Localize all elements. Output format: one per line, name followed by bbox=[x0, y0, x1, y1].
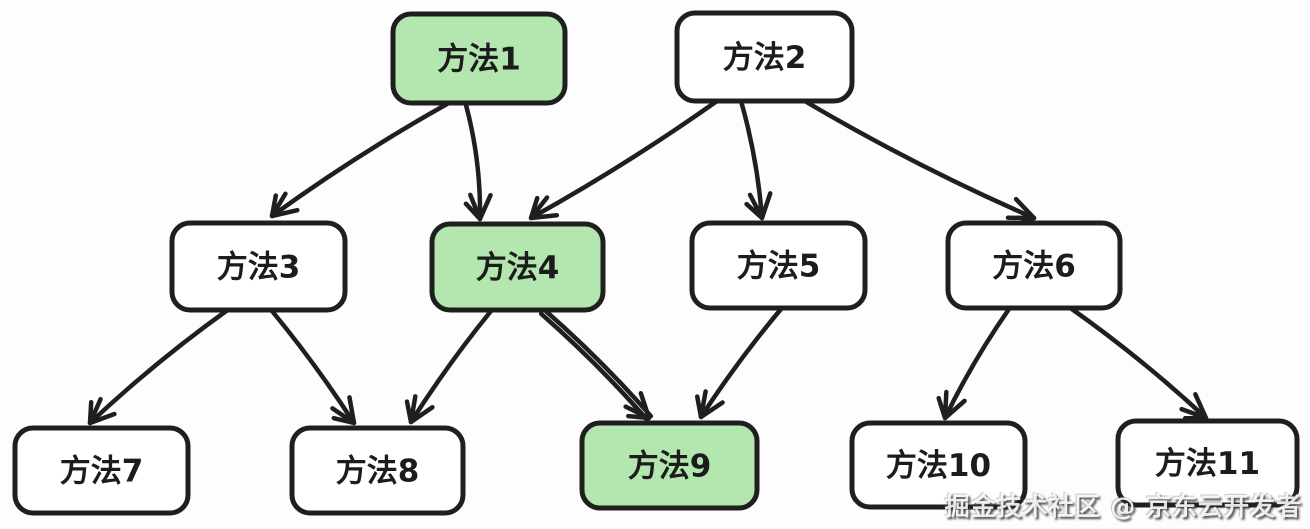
node-m5 bbox=[689, 220, 868, 311]
node-m9 bbox=[579, 420, 760, 511]
node-m2 bbox=[674, 10, 855, 104]
arrowhead-m4-m9 bbox=[623, 391, 652, 421]
node-label-m2: 方法2 bbox=[723, 40, 807, 76]
edge-m1-m3 bbox=[269, 101, 450, 219]
arrowhead-m1-m4 bbox=[463, 192, 493, 222]
edge-m1-m4 bbox=[463, 102, 483, 222]
arrowhead-m5-m9 bbox=[694, 389, 725, 420]
edge-m4-m8 bbox=[408, 308, 494, 425]
node-label-m5: 方法5 bbox=[737, 249, 821, 285]
edge-m4-m9 bbox=[538, 311, 650, 423]
node-m11 bbox=[1115, 418, 1300, 508]
edge-m3-m8 bbox=[269, 308, 357, 426]
node-label-m6: 方法6 bbox=[992, 249, 1076, 285]
arrowhead-m2-m5 bbox=[744, 191, 773, 221]
node-m6 bbox=[945, 220, 1123, 311]
edge-m4-m9 bbox=[542, 307, 654, 419]
node-label-m11: 方法11 bbox=[1155, 446, 1260, 482]
arrowhead-m3-m7 bbox=[87, 396, 117, 426]
node-m4 bbox=[429, 221, 606, 313]
node-m1 bbox=[390, 11, 568, 106]
arrowhead-m6-m11 bbox=[1179, 392, 1209, 421]
edge-m5-m9 bbox=[698, 306, 784, 420]
node-m3 bbox=[169, 220, 348, 313]
node-m10 bbox=[849, 420, 1028, 510]
node-m7 bbox=[12, 425, 191, 516]
node-label-m7: 方法7 bbox=[60, 454, 144, 490]
node-label-m1: 方法1 bbox=[437, 42, 521, 78]
arrowhead-m4-m8 bbox=[404, 394, 435, 425]
arrowhead-m3-m8 bbox=[330, 395, 357, 426]
edge-m2-m4 bbox=[528, 98, 720, 221]
node-label-m9: 方法9 bbox=[628, 449, 712, 485]
arrowhead-m2-m4 bbox=[528, 195, 560, 221]
edge-m6-m10 bbox=[942, 306, 1012, 421]
node-label-m8: 方法8 bbox=[336, 454, 420, 490]
edge-m6-m11 bbox=[1066, 304, 1209, 421]
edge-m2-m5 bbox=[738, 98, 765, 221]
node-label-m4: 方法4 bbox=[476, 250, 560, 286]
node-label-m3: 方法3 bbox=[217, 250, 301, 286]
arrowhead-m6-m10 bbox=[936, 389, 967, 421]
arrowhead-m1-m3 bbox=[269, 191, 300, 219]
edge-m2-m6 bbox=[800, 97, 1037, 221]
node-m8 bbox=[289, 425, 466, 516]
edge-m3-m7 bbox=[87, 306, 232, 426]
node-label-m10: 方法10 bbox=[886, 448, 991, 484]
